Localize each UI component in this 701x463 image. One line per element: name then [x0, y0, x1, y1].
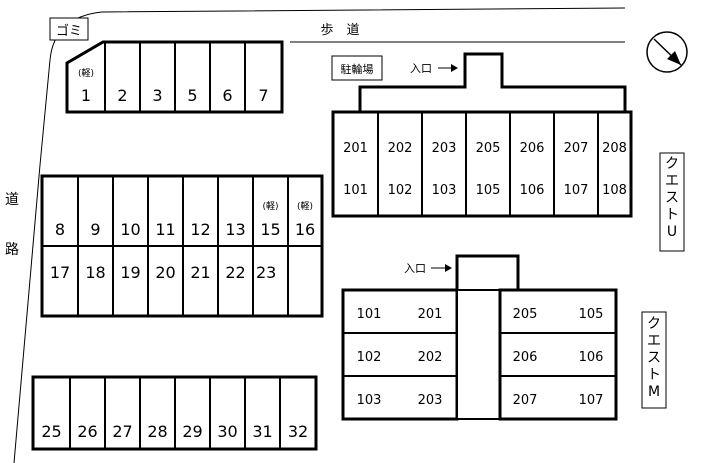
parking-middle-spaces: 8 9 10 11 12 13 15 16 (軽) (軽) 17 18 19 20 21 22 23 [42, 176, 322, 316]
quest-u-dividers [377, 112, 599, 216]
parking-space-label: 28 [147, 422, 167, 441]
quest-m-room-labels: 101 201 102 202 103 203 205 105 206 106 207 107 [357, 307, 604, 408]
quest-m-room-left-b: 201 [418, 307, 443, 322]
quest-u-room-upper: 208 [602, 141, 627, 156]
quest-u-building [331, 110, 633, 218]
quest-u-room-lower: 108 [602, 183, 627, 198]
quest-m-room-right-b: 106 [579, 350, 604, 365]
quest-m-room-left-a: 101 [357, 307, 382, 322]
road-label-top: 道 [5, 192, 19, 208]
quest-m-room-left-a: 102 [357, 350, 382, 365]
quest-u-room-lower: 101 [343, 183, 368, 198]
parking-space-label: 12 [190, 220, 210, 239]
parking-space-label: 30 [217, 422, 237, 441]
parking-space-label: 9 [90, 220, 100, 239]
parking-top-spaces: 1 2 3 5 6 7 (軽) [78, 42, 269, 112]
parking-space-label: 3 [152, 86, 162, 105]
kei-car-mark: (軽) [262, 201, 278, 212]
parking-space-label: 10 [120, 220, 140, 239]
quest-m-room-right-b: 105 [579, 307, 604, 322]
entrance-arrowhead-m [445, 264, 452, 272]
parking-space-label: 16 [295, 220, 315, 239]
quest-m-walkway [456, 289, 501, 420]
quest-u-room-lower: 106 [520, 183, 545, 198]
quest-u-room-lower: 107 [564, 183, 589, 198]
garbage-label: ゴミ [56, 23, 82, 39]
parking-space-label: 11 [155, 220, 175, 239]
parking-space-label: 5 [187, 86, 197, 105]
parking-space-label: 8 [55, 220, 65, 239]
parking-space-label: 15 [260, 220, 280, 239]
bicycle-parking-box [331, 55, 383, 81]
quest-u-room-upper: 206 [520, 141, 545, 156]
quest-u-room-upper: 202 [388, 141, 413, 156]
quest-m-room-right-a: 205 [513, 307, 538, 322]
quest-m-room-left-b: 203 [418, 393, 443, 408]
parking-space-label: 25 [41, 422, 61, 441]
parking-space-label: 26 [77, 422, 97, 441]
parking-space-label: 29 [182, 422, 202, 441]
building-m-box [641, 311, 667, 409]
parking-space-label: 1 [81, 86, 91, 105]
sidewalk-label: 歩 道 [320, 23, 359, 38]
quest-m-left-block [341, 288, 459, 421]
quest-m-room-right-b: 107 [579, 393, 604, 408]
quest-u-room-labels: 201 202 203 205 206 207 208 101 102 103 105 106 107 1… [343, 141, 627, 198]
parking-space-label: 19 [120, 263, 140, 282]
quest-m-corridor [455, 254, 520, 290]
parking-space-label: 22 [225, 263, 245, 282]
parking-space-label: 32 [288, 422, 308, 441]
parking-space-label: 17 [50, 263, 70, 282]
entrance-arrowhead-u [451, 64, 458, 72]
parking-space-label: 6 [222, 86, 232, 105]
building-u-box [659, 152, 685, 252]
parking-space-label: 2 [117, 86, 127, 105]
quest-u-room-lower: 103 [432, 183, 457, 198]
parking-space-label: 31 [252, 422, 272, 441]
quest-u-corridor [358, 52, 627, 112]
quest-u-room-upper: 207 [564, 141, 589, 156]
quest-m-right-block [498, 288, 618, 421]
quest-u-room-upper: 201 [343, 141, 368, 156]
entrance-label-u: 入口 [410, 62, 432, 75]
bicycle-parking-label: 駐輪場 [341, 62, 374, 76]
quest-u-room-upper: 205 [476, 141, 501, 156]
kei-car-mark: (軽) [297, 201, 313, 212]
parking-space-label: 20 [155, 263, 175, 282]
parking-space-label: 7 [258, 86, 268, 105]
parking-bottom-spaces: 25 26 27 28 29 30 31 32 [41, 377, 308, 449]
quest-u-room-lower: 102 [388, 183, 413, 198]
parking-space-label: 13 [225, 220, 245, 239]
road-label-bottom: 路 [5, 242, 19, 258]
parking-space-label: 21 [190, 263, 210, 282]
road-edge-lower [13, 164, 41, 463]
entrance-label-m: 入口 [404, 262, 426, 275]
quest-m-room-left-b: 202 [418, 350, 443, 365]
kei-car-mark: (軽) [78, 68, 94, 79]
parking-space-label: 18 [85, 263, 105, 282]
quest-u-room-upper: 203 [432, 141, 457, 156]
garbage-box [49, 17, 89, 41]
quest-m-room-right-a: 206 [513, 350, 538, 365]
quest-u-room-lower: 105 [476, 183, 501, 198]
quest-m-room-right-a: 207 [513, 393, 538, 408]
parking-space-label: 23 [256, 263, 276, 282]
quest-m-room-left-a: 103 [357, 393, 382, 408]
parking-space-label: 27 [112, 422, 132, 441]
north-arrow-icon [646, 31, 688, 73]
